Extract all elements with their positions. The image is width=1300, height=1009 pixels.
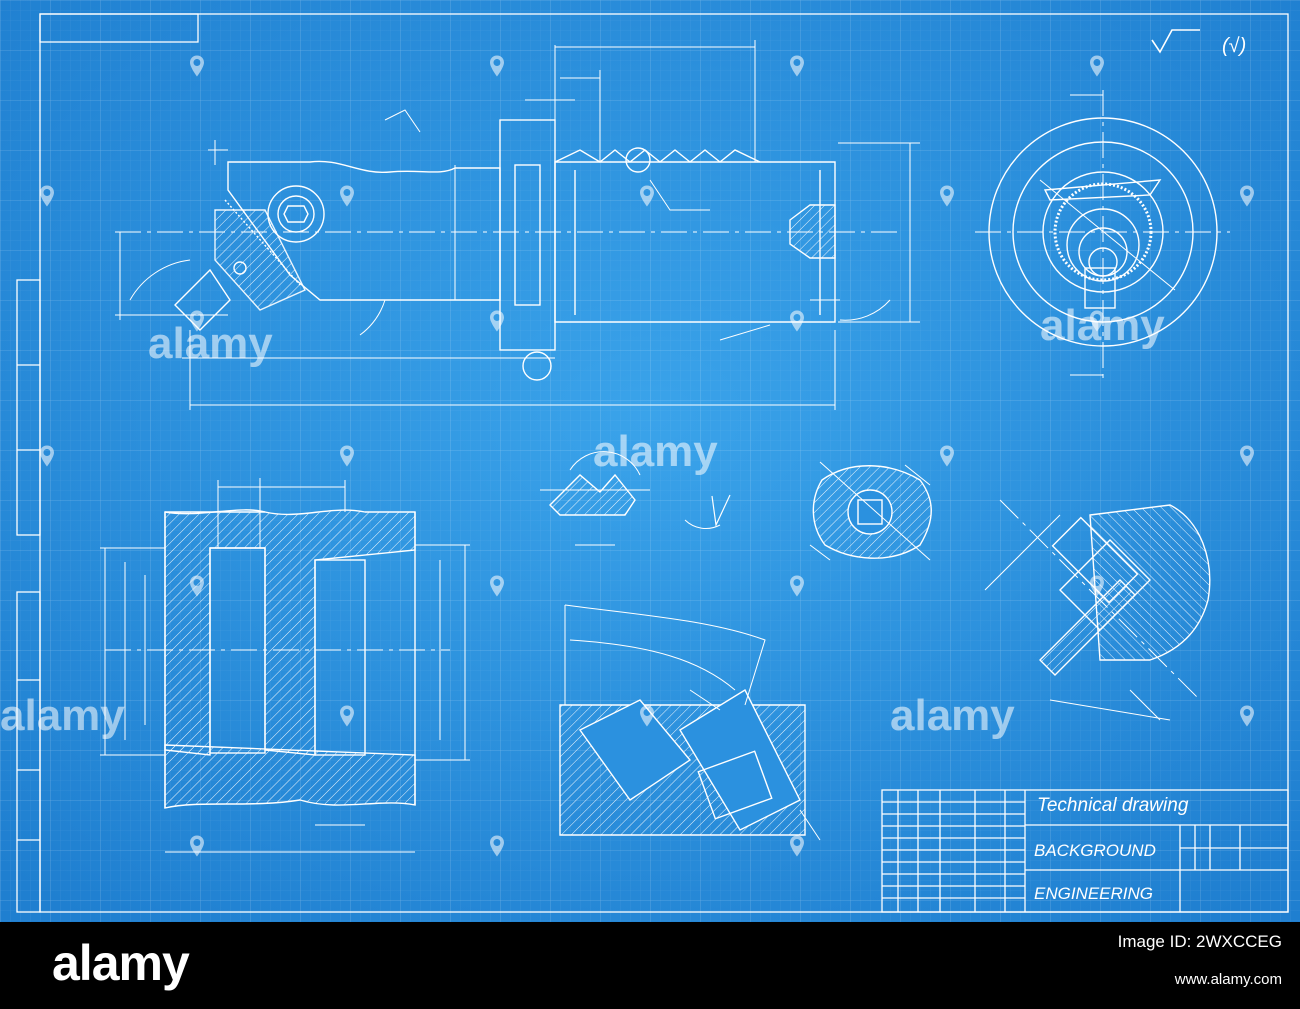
image-id: Image ID: 2WXCCEG xyxy=(1117,932,1282,951)
title-block-background: BACKGROUND xyxy=(1034,841,1156,860)
watermark-layer: alamy alamy alamy alamy alamy xyxy=(0,55,1254,857)
stock-url: www.alamy.com xyxy=(1174,971,1282,988)
alamy-logo: alamy xyxy=(52,935,190,991)
frame xyxy=(16,13,1289,913)
roughness-symbol-icon xyxy=(1151,29,1200,54)
watermark-text-4: alamy xyxy=(0,691,125,740)
title-block xyxy=(881,789,1289,913)
watermark-text-5: alamy xyxy=(890,691,1015,740)
left-section-view xyxy=(100,478,470,853)
main-side-view xyxy=(115,40,920,410)
roughness-mark: (√) xyxy=(1222,35,1246,57)
watermark-text-3: alamy xyxy=(593,427,718,476)
watermark-text-1: alamy xyxy=(148,319,273,368)
watermark-text-2: alamy xyxy=(1040,301,1165,350)
rotated-assembly xyxy=(984,499,1211,721)
title-block-engineering: ENGINEERING xyxy=(1034,884,1153,903)
groove-detail xyxy=(540,451,731,546)
stock-footer: alamy Image ID: 2WXCCEG www.alamy.com xyxy=(0,922,1300,1009)
blueprint-sheet: (√) xyxy=(0,0,1300,922)
end-view xyxy=(975,90,1230,380)
lower-detail xyxy=(559,604,821,841)
blueprint-svg: (√) xyxy=(0,0,1300,922)
title-block-title: Technical drawing xyxy=(1037,795,1189,816)
circular-detail xyxy=(809,461,932,561)
